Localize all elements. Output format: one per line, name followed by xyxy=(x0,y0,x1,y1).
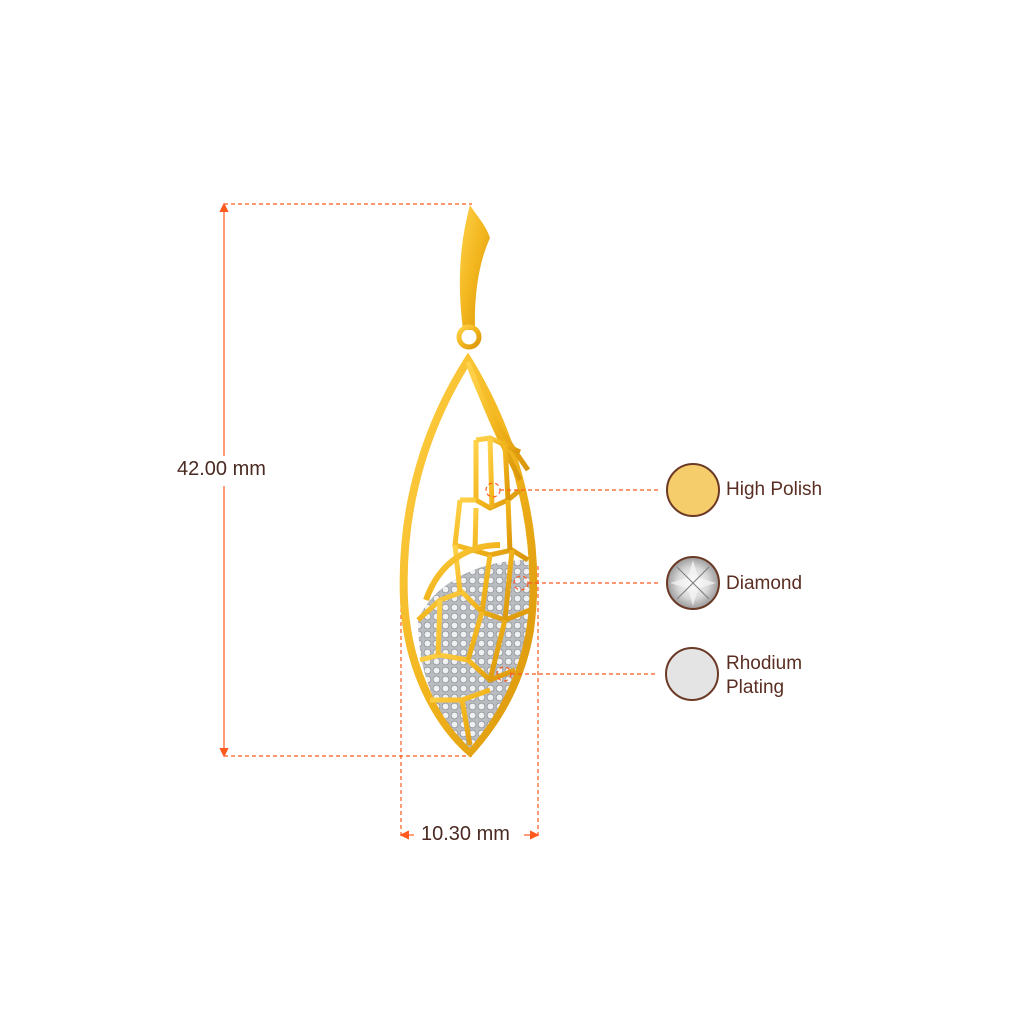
jump-ring xyxy=(456,324,482,350)
height-label: 42.00 mm xyxy=(177,458,266,480)
rhodium-line-2: Plating xyxy=(726,677,785,698)
ear-hook xyxy=(459,205,490,330)
material-label-high-polish: High Polish xyxy=(726,479,823,500)
high-polish-swatch xyxy=(666,463,720,517)
arrow-down-icon xyxy=(219,747,229,758)
arrow-right-icon xyxy=(529,830,540,840)
marquise-frame xyxy=(399,352,538,758)
rhodium-line-1: Rhodium xyxy=(726,653,803,674)
height-dimension xyxy=(219,202,472,758)
earring-illustration xyxy=(399,205,538,758)
rhodium-swatch xyxy=(665,647,719,701)
honeycomb-lattice xyxy=(416,361,531,746)
diamond-swatch xyxy=(666,556,720,610)
callout-lines xyxy=(485,482,658,682)
material-label-rhodium: Rhodium Plating xyxy=(726,652,802,700)
width-label: 10.30 mm xyxy=(421,823,510,845)
arrow-left-icon xyxy=(399,830,410,840)
arrow-up-icon xyxy=(219,202,229,213)
material-label-diamond: Diamond xyxy=(726,573,803,594)
